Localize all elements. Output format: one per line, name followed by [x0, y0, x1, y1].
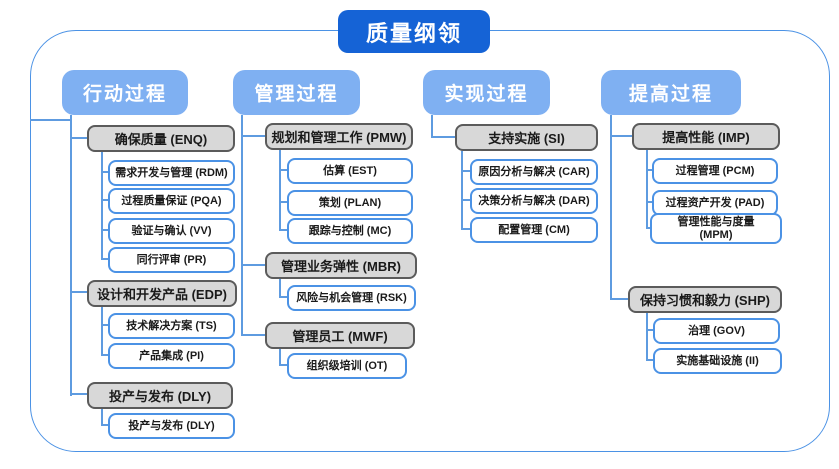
node-ot[interactable]: 组织级培训 (OT) [287, 353, 407, 379]
connector-line [70, 393, 88, 395]
node-shp[interactable]: 保持习惯和毅力 (SHP) [628, 286, 782, 313]
branch-header-improvement-process[interactable]: 提高过程 [601, 70, 741, 115]
node-gov[interactable]: 治理 (GOV) [653, 318, 780, 344]
connector-line [279, 229, 288, 231]
connector-line [610, 115, 612, 300]
node-rsk[interactable]: 风险与机会管理 (RSK) [287, 285, 416, 311]
connector-line [241, 115, 243, 336]
node-pcm[interactable]: 过程管理 (PCM) [652, 158, 778, 184]
connector-line [101, 424, 109, 426]
connector-line [461, 199, 471, 201]
node-ii[interactable]: 实施基础设施 (II) [653, 348, 782, 374]
node-dly[interactable]: 投产与发布 (DLY) [108, 413, 235, 439]
connector-line [70, 137, 88, 139]
branch-header-realization-process[interactable]: 实现过程 [423, 70, 550, 115]
connector-line [461, 228, 471, 230]
connector-line [101, 199, 109, 201]
connector-line [646, 312, 648, 361]
connector-line [101, 152, 103, 260]
connector-line [431, 136, 456, 138]
connector-line [431, 115, 433, 138]
connector-line [279, 169, 288, 171]
connector-line [101, 409, 103, 426]
connector-line [279, 364, 288, 366]
connector-line [279, 278, 281, 298]
connector-line [101, 229, 109, 231]
node-est[interactable]: 估算 (EST) [287, 158, 413, 184]
node-vv[interactable]: 验证与确认 (VV) [108, 218, 235, 244]
node-mc[interactable]: 跟踪与控制 (MC) [287, 218, 413, 244]
branch-header-action-process[interactable]: 行动过程 [62, 70, 188, 115]
node-mbr[interactable]: 管理业务弹性 (MBR) [265, 252, 417, 279]
node-edp[interactable]: 设计和开发产品 (EDP) [87, 280, 237, 307]
connector-line [70, 115, 72, 396]
connector-line [646, 150, 648, 229]
connector-line [461, 170, 471, 172]
node-ensure-quality-enq[interactable]: 确保质量 (ENQ) [87, 125, 235, 152]
connector-line [241, 135, 266, 137]
connector-line [279, 348, 281, 366]
connector-line [610, 298, 629, 300]
connector-line [101, 324, 109, 326]
node-plan[interactable]: 策划 (PLAN) [287, 190, 413, 216]
node-pqa[interactable]: 过程质量保证 (PQA) [108, 188, 235, 214]
connector-line [646, 329, 655, 331]
node-pr[interactable]: 同行评审 (PR) [108, 247, 235, 273]
node-ts[interactable]: 技术解决方案 (TS) [108, 313, 235, 339]
connector-line [279, 150, 281, 231]
connector-line [279, 201, 288, 203]
connector-line [646, 201, 654, 203]
node-dly-group[interactable]: 投产与发布 (DLY) [87, 382, 233, 409]
connector-line [461, 151, 463, 230]
node-car[interactable]: 原因分析与解决 (CAR) [470, 159, 598, 185]
node-pi[interactable]: 产品集成 (PI) [108, 343, 235, 369]
connector-line [279, 296, 288, 298]
node-mpm[interactable]: 管理性能与度量 (MPM) [650, 213, 782, 244]
connector-line [101, 171, 109, 173]
connector-line [241, 334, 266, 336]
node-si[interactable]: 支持实施 (SI) [455, 124, 598, 151]
branch-header-management-process[interactable]: 管理过程 [233, 70, 360, 115]
node-rdm[interactable]: 需求开发与管理 (RDM) [108, 160, 235, 186]
connector-line [70, 291, 88, 293]
connector-line [101, 354, 109, 356]
connector-line [646, 169, 654, 171]
connector-line [241, 264, 266, 266]
node-pmw[interactable]: 规划和管理工作 (PMW) [265, 123, 413, 150]
node-dar[interactable]: 决策分析与解决 (DAR) [470, 188, 598, 214]
connector-line [610, 135, 633, 137]
connector-line [101, 258, 109, 260]
connector-line [30, 119, 72, 121]
node-mwf[interactable]: 管理员工 (MWF) [265, 322, 415, 349]
node-imp[interactable]: 提高性能 (IMP) [632, 123, 780, 150]
connector-line [646, 359, 655, 361]
root-node-quality-program[interactable]: 质量纲领 [338, 10, 490, 53]
node-cm[interactable]: 配置管理 (CM) [470, 217, 598, 243]
connector-line [101, 306, 103, 356]
